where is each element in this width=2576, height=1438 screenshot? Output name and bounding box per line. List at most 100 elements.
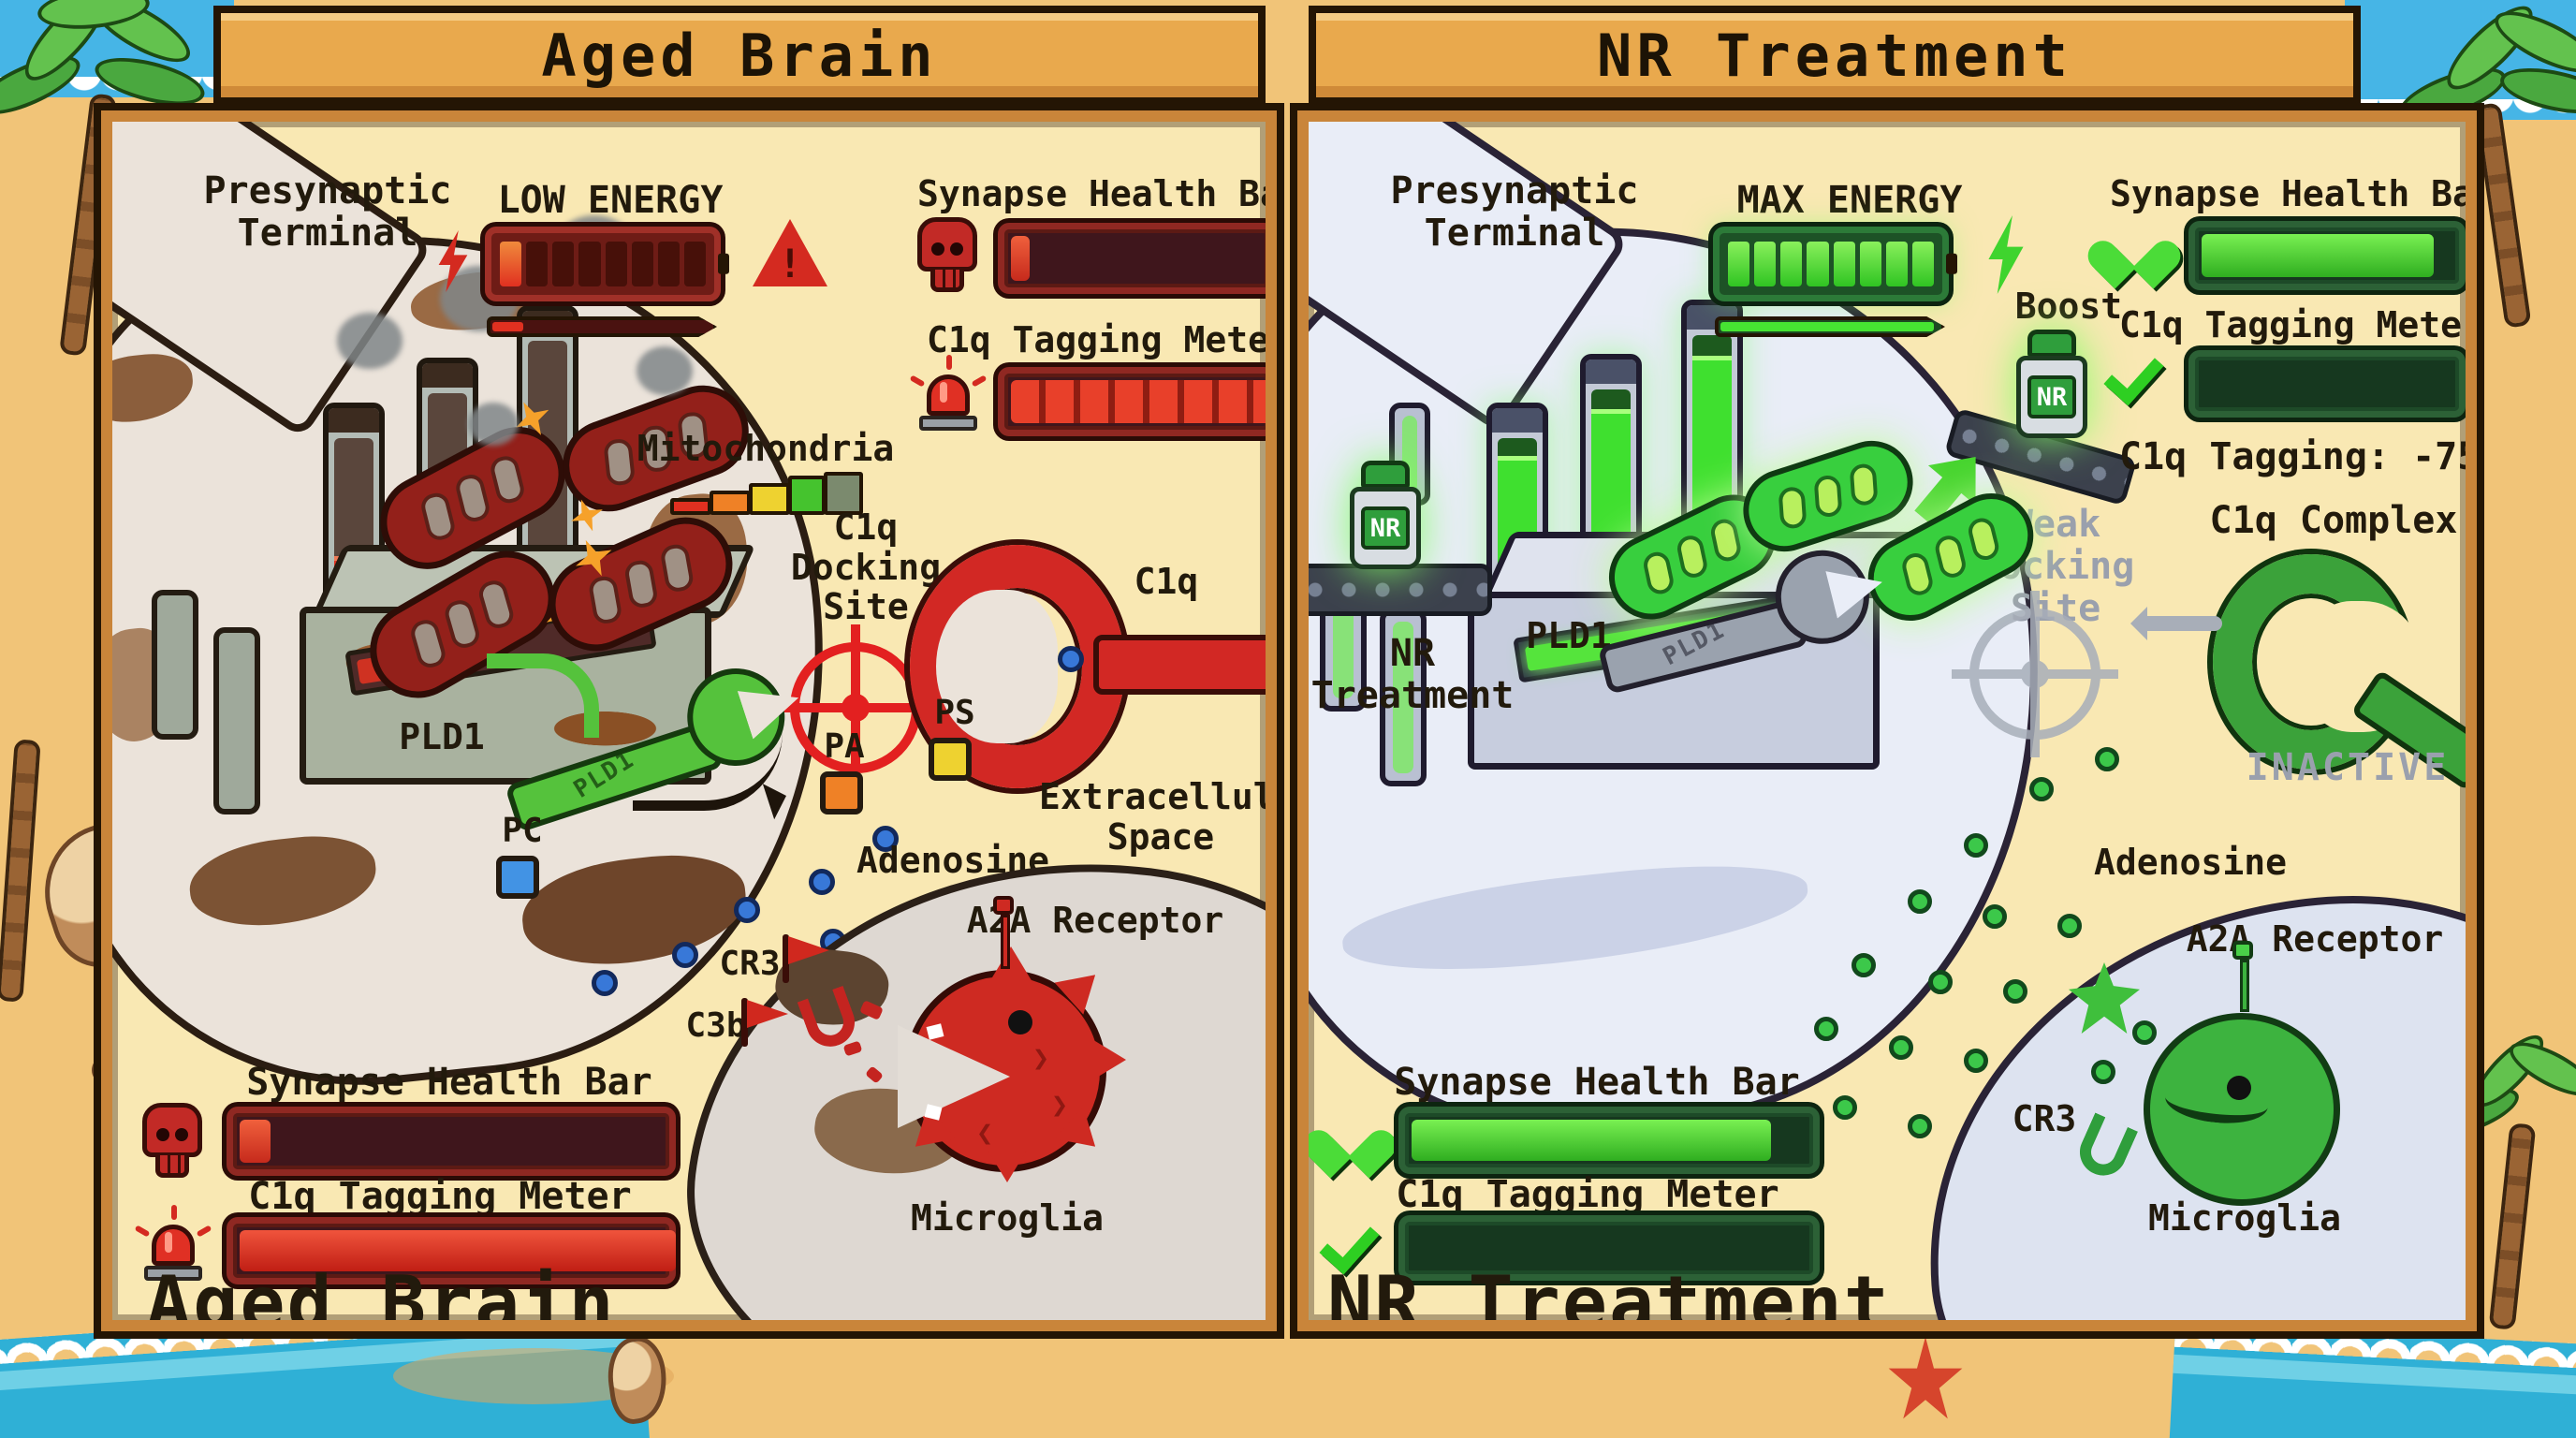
aged-brain-panel: Presynaptic Terminal (94, 103, 1284, 1339)
activated-microglia: ❯ ❯ ❮ (898, 896, 1106, 1172)
c1q-complex-label: C1q Complex (2209, 499, 2458, 542)
skull-icon (914, 217, 983, 300)
pa-lipid-square (820, 771, 863, 814)
aged-brain-footer: Aged Brain (146, 1260, 616, 1331)
mitochondria-label: Mitochondria (637, 428, 895, 469)
cr3-label: CR3 (719, 945, 781, 983)
c1q-tagging-label-top: C1q Tagging Meter (2119, 304, 2477, 345)
calm-microglia (2144, 941, 2340, 1206)
energy-trend-bar (1715, 316, 1945, 337)
checkmark-icon (2104, 346, 2164, 406)
adenosine-dot (1852, 953, 1876, 977)
extracellular-space-label: Extracellular Space (1039, 776, 1275, 858)
adenosine-dot (672, 942, 698, 968)
synapse-health-label-top: Synapse Health Bar (2110, 173, 2477, 214)
presynaptic-terminal-label: Presynaptic Terminal (1390, 169, 1639, 255)
adenosine-dot (1889, 1035, 1913, 1060)
pa-label: PA (824, 727, 865, 766)
nr-bottle-label: NR (1361, 506, 1410, 550)
adenosine-dot (2057, 914, 2082, 938)
adenosine-dot (1058, 646, 1084, 672)
adenosine-dot (2029, 777, 2054, 801)
adenosine-dot (2003, 979, 2027, 1004)
c3b-label: C3b (685, 1006, 747, 1045)
right-panel-title: NR Treatment (1597, 21, 2072, 90)
adenosine-dot (1964, 833, 1988, 858)
rusty-pipe (152, 590, 198, 740)
weak-docking-site-target-icon (1969, 609, 2100, 740)
c1q-tagging-meter-top (2188, 350, 2466, 418)
presynaptic-terminal-label: Presynaptic Terminal (203, 169, 452, 255)
a2a-receptor-antenna (2240, 960, 2249, 1012)
heart-icon (2104, 221, 2164, 275)
pc-label: PC (502, 812, 543, 850)
energy-trend-bar (487, 316, 717, 337)
adenosine-label: Adenosine (2094, 842, 2287, 883)
mitochondria-health-gauge (670, 472, 867, 515)
adenosine-dot (1908, 1114, 1932, 1138)
c1q-tagging-meter-bottom (1398, 1215, 1820, 1281)
inactive-label: INACTIVE (2246, 746, 2450, 789)
pld1-label: PLD1 (399, 716, 485, 757)
c1q-complex-wrench-inactive (2213, 554, 2466, 792)
c1q-tagging-label-top: C1q Tagging Meter (927, 319, 1277, 360)
adenosine-dot (872, 826, 899, 852)
adenosine-dot (1833, 1095, 1857, 1120)
c1q-tagging-label-bottom: C1q Tagging Meter (1396, 1173, 1779, 1216)
adenosine-dot (1983, 904, 2007, 929)
reaction-arrow (633, 732, 783, 811)
heart-icon (1320, 1110, 1380, 1165)
max-energy-label: MAX ENERGY (1736, 179, 1963, 222)
adenosine-dot (592, 970, 618, 996)
nr-treatment-feed-label: NR Treatment (1310, 632, 1515, 717)
a2a-receptor-tip (2232, 941, 2253, 960)
adenosine-dot (2095, 747, 2119, 771)
c1q-tagging-label-bottom: C1q Tagging Meter (248, 1175, 632, 1218)
a2a-receptor-antenna (1001, 915, 1010, 969)
cr3-flag-icon (783, 934, 833, 987)
nr-supplement-bottle-boost: NR (2016, 330, 2087, 438)
c1q-wrench (910, 545, 1266, 835)
left-panel-title-banner: Aged Brain (213, 6, 1266, 105)
nr-supplement-bottle-feed: NR (1350, 461, 1421, 569)
cr3-label: CR3 (2012, 1098, 2077, 1139)
microglia-label: Microglia (911, 1197, 1104, 1239)
synapse-health-label-bottom: Synapse Health Bar (1394, 1061, 1800, 1104)
clean-pipe (1380, 609, 1427, 786)
c1q-docking-site-label: C1q Docking Site (790, 506, 942, 628)
a2a-receptor-label: A2A Receptor (2186, 918, 2444, 960)
low-energy-label: LOW ENERGY (497, 179, 724, 222)
rusty-pipe (213, 627, 260, 814)
microglia-mouth (898, 1025, 1010, 1128)
c1q-tagging-value: C1q Tagging: -75% (2119, 435, 2477, 478)
adenosine-dot (2091, 1060, 2115, 1084)
left-panel-title: Aged Brain (541, 21, 938, 90)
ps-lipid-square (929, 738, 972, 781)
pld1-label: PLD1 (1526, 615, 1612, 656)
max-energy-battery (1713, 227, 1949, 301)
synapse-health-label-top: Synapse Health Bar (917, 173, 1277, 214)
a2a-receptor-tip (993, 896, 1014, 915)
nr-bottle-label: NR (2027, 375, 2076, 418)
microglia-label: Microglia (2148, 1197, 2341, 1239)
adenosine-dot (1928, 970, 1953, 994)
low-energy-battery (485, 227, 721, 301)
skull-icon (139, 1103, 208, 1185)
ps-label: PS (934, 694, 975, 732)
nr-treatment-panel: Presynaptic Terminal MAX ENERGY Boost NR (1290, 103, 2484, 1339)
nr-treatment-footer: NR Treatment (1327, 1260, 1891, 1331)
synapse-health-bar-top (998, 223, 1266, 294)
adenosine-dot (734, 897, 760, 923)
nr-conveyor-belt (1309, 564, 1492, 616)
c1q-tagging-meter-bottom (227, 1217, 676, 1284)
synapse-health-bar-top (2188, 221, 2466, 290)
lightning-bolt-icon-green (1988, 215, 2024, 294)
water-bottom-right (2168, 1322, 2576, 1438)
adenosine-dot (1814, 1017, 1838, 1041)
synapse-health-bar-bottom (227, 1107, 676, 1176)
right-panel-title-banner: NR Treatment (1309, 6, 2361, 105)
siren-icon (134, 1205, 212, 1290)
synapse-health-label-bottom: Synapse Health Bar (246, 1061, 652, 1104)
adenosine-dot (2132, 1020, 2157, 1045)
